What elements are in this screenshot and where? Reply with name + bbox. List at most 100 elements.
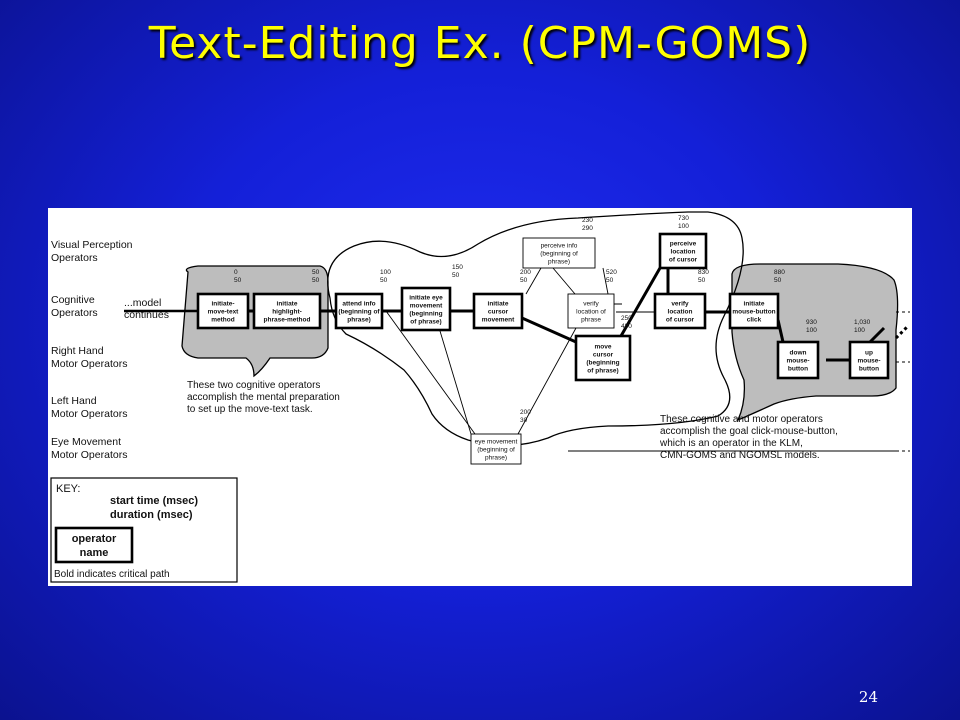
operator-name: down [790,349,807,356]
operator-start-time: 230 [582,217,593,224]
operator-start-time: 200 [520,409,531,416]
operator-name: (beginning of [477,446,515,453]
operator-name: perceive info [541,242,578,249]
operator-name: location [671,248,696,255]
operator-name: button [859,365,879,372]
svg-text:Operators: Operators [51,252,98,264]
svg-text:Motor Operators: Motor Operators [51,408,127,420]
operator-name: phrase) [347,316,370,323]
operator-name: initiate [488,300,509,307]
operator-box [658,232,708,270]
operator-box [470,433,522,465]
slide-title: Text-Editing Ex. (CPM-GOMS) [148,18,812,69]
operator-duration: 50 [520,277,528,284]
operator-name: of cursor [669,256,698,263]
operator-start-time: 200 [520,269,531,276]
operator-start-time: 1,030 [854,319,871,326]
svg-text:accomplish the goal click-mous: accomplish the goal click-mouse-button, [660,426,838,437]
operator-start-time: 520 [606,269,617,276]
model-continues-label: ...model [124,297,161,309]
operator-box [574,334,632,382]
key-operator-box [54,526,134,564]
svg-text:which is an operator in the KL: which is an operator in the KLM, [659,438,803,449]
operator-duration: 100 [806,327,817,334]
operator-name: phrase-method [264,316,311,323]
operator-duration: 50 [698,277,706,284]
operator-name: movement [482,316,515,323]
cpm-goms-diagram: Visual Perception Operators Cognitive Op… [48,208,912,586]
operator-start-time: 250 [621,315,632,322]
operator-name: move-text [208,308,240,315]
operator-start-time: 0 [234,269,238,276]
operator-name: highlight- [272,308,302,315]
operator-boxes: initiate-move-textmethod050initiatehighl… [196,215,890,465]
operator-duration: 50 [606,277,614,284]
operator-box [567,293,615,329]
page-number: 24 [858,688,878,706]
operator-name: click [747,316,762,323]
operator-box [334,292,384,330]
operator-box [848,340,890,380]
operator-duration: 50 [380,277,388,284]
operator-name: method [211,316,235,323]
diagram-key: KEY: start time (msec) duration (msec) o… [50,477,238,583]
operator-name: eye movement [475,438,518,445]
svg-text:Eye Movement: Eye Movement [51,436,121,448]
operator-name: mouse- [857,357,880,364]
operator-name: button [788,365,808,372]
operator-start-time: 930 [806,319,817,326]
svg-text:duration (msec): duration (msec) [110,509,193,521]
operator-box [196,292,250,330]
operator-name: mouse-button [732,308,775,315]
operator-start-time: 880 [774,269,785,276]
operator-duration: 50 [234,277,242,284]
svg-text:Operators: Operators [51,307,98,319]
operator-box [472,292,524,330]
operator-name: initiate- [211,300,234,307]
operator-start-time: 830 [698,269,709,276]
phrase-bubble-outline [327,211,744,447]
svg-text:CMN-GOMS and NGOMSL models.: CMN-GOMS and NGOMSL models. [660,450,820,461]
diagram-canvas: Visual Perception Operators Cognitive Op… [50,211,910,583]
operator-start-time: 50 [312,269,320,276]
svg-text:Bold indicates critical path: Bold indicates critical path [54,569,170,580]
operator-name: movement [410,302,443,309]
operator-name: location of [576,308,606,315]
svg-text:Left Hand: Left Hand [51,395,97,407]
operator-start-time: 150 [452,264,463,271]
right-annotation: These cognitive and motor operators acco… [659,414,838,461]
svg-text:Right Hand: Right Hand [51,345,104,357]
operator-name: perceive [670,240,697,247]
row-labels: Visual Perception Operators Cognitive Op… [51,239,133,461]
svg-text:Motor Operators: Motor Operators [51,358,127,370]
operator-name: of cursor [666,316,695,323]
operator-name: phrase) [548,258,570,265]
operator-start-time: 100 [380,269,391,276]
svg-text:Motor Operators: Motor Operators [51,449,127,461]
svg-text:KEY:: KEY: [56,483,80,495]
svg-text:These cognitive and motor oper: These cognitive and motor operators [660,414,823,425]
operator-duration: 50 [312,277,320,284]
operator-box [252,292,322,330]
left-annotation: These two cognitive operators accomplish… [187,380,340,415]
operator-box [653,292,707,330]
svg-text:to set up the move-text task.: to set up the move-text task. [187,404,313,415]
operator-duration: 100 [854,327,865,334]
operator-name: move [595,343,612,350]
operator-name: initiate eye [409,294,443,301]
row-lines [124,309,910,452]
operator-duration: 100 [678,223,689,230]
operator-name: verify [583,300,599,307]
